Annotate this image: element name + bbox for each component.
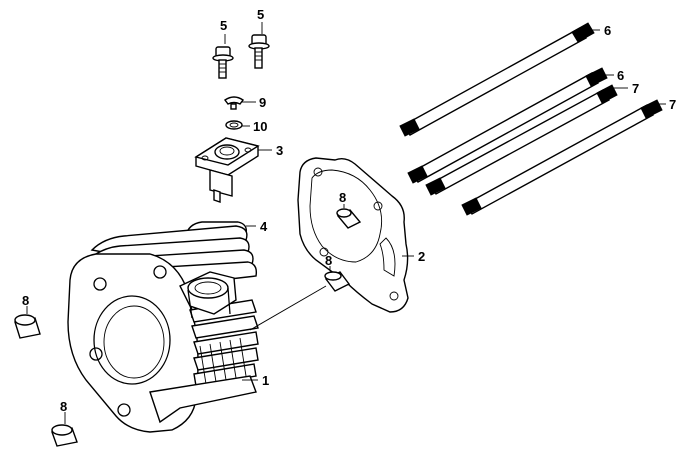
o-ring	[225, 120, 243, 130]
stud-bolt-top	[399, 22, 595, 137]
cylinder-block	[67, 225, 259, 433]
dowel-pin-gasket	[336, 208, 362, 229]
dowel-pin-left	[14, 314, 41, 339]
flange-bolt-right	[248, 34, 270, 69]
callout-stud-bottom: 7	[669, 97, 676, 112]
callout-tensioner: 3	[276, 143, 283, 158]
callout-stud-third: 7	[632, 81, 639, 96]
leader-lines	[26, 22, 666, 424]
flange-bolt-left	[212, 46, 234, 79]
callout-gasket-small: 4	[260, 219, 268, 234]
callout-dowel-bottom: 8	[60, 399, 67, 414]
stud-bolt-third	[425, 84, 618, 196]
callout-screw: 9	[259, 95, 266, 110]
callout-dowel-left: 8	[22, 293, 29, 308]
head-gasket	[297, 157, 409, 313]
callout-cylinder: 1	[262, 373, 269, 388]
alignment-line	[249, 285, 327, 331]
callout-bolt-right: 5	[257, 7, 264, 22]
cap-screw	[223, 96, 245, 110]
dowel-pin-center	[324, 271, 351, 292]
callout-stud-top: 6	[604, 23, 611, 38]
stud-bolt-second	[407, 67, 608, 184]
callout-o-ring: 10	[253, 119, 267, 134]
callout-dowel-center: 8	[325, 253, 332, 268]
callout-dowel-gasket: 8	[339, 190, 346, 205]
dowel-pin-bottom	[51, 424, 78, 447]
cam-chain-tensioner	[194, 137, 260, 203]
callout-bolt-left: 5	[220, 18, 227, 33]
stud-bolt-bottom	[461, 99, 663, 216]
callout-stud-second: 6	[617, 68, 624, 83]
callout-gasket-large: 2	[418, 249, 425, 264]
